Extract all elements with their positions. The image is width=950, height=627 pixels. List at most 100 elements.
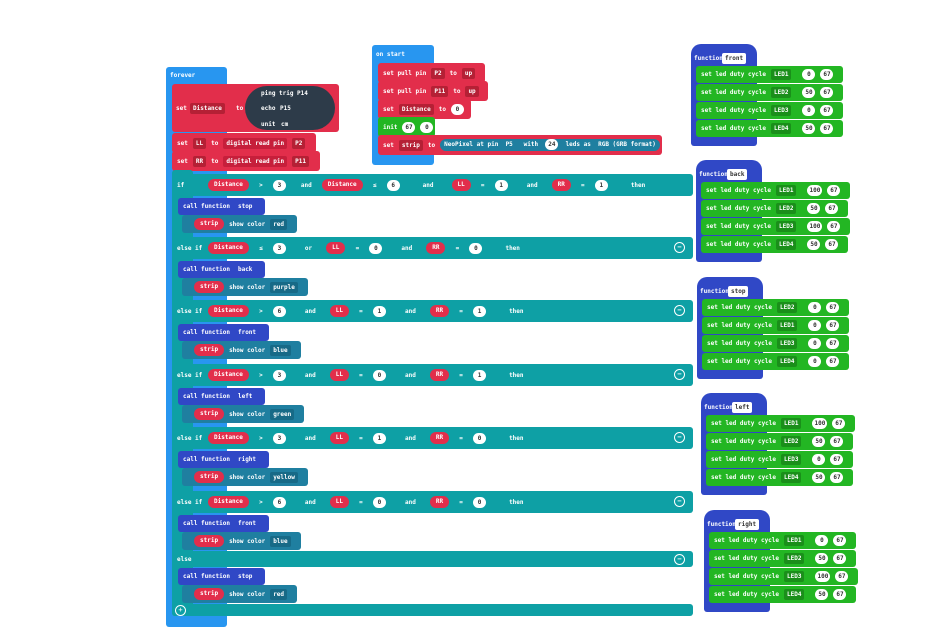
trig-pin-dropdown[interactable]: P14 [297,90,308,97]
value-input[interactable]: 1 [473,305,487,317]
led-dropdown[interactable]: LED2 [777,302,798,313]
led-dropdown[interactable]: LED1 [777,320,798,331]
led-dropdown[interactable]: LED1 [771,69,792,80]
ll-variable[interactable]: LL [329,496,349,508]
set-ll-block[interactable]: set LL to digital read pin P2 [172,133,316,153]
function-name-input[interactable]: right [735,519,760,530]
operator[interactable]: = [459,434,463,442]
duty-value-input[interactable]: 50 [815,589,829,600]
remove-condition-icon[interactable]: − [674,242,685,253]
echo-pin-dropdown[interactable]: P15 [280,105,291,112]
rr-variable[interactable]: RR [426,242,446,254]
color-dropdown[interactable]: purple [270,281,298,293]
set-pull-pin-p11[interactable]: set pull pin P11 to up [378,81,488,101]
ll-variable[interactable]: LL [451,179,471,191]
init-value-a[interactable]: 67 [402,121,416,133]
value-input[interactable]: 3 [272,432,286,444]
cycle-value-input[interactable]: 67 [826,356,840,367]
led-dropdown[interactable]: LED3 [781,454,802,465]
led-dropdown[interactable]: LED2 [781,436,802,447]
ll-variable[interactable]: LL [329,369,349,381]
duty-value-input[interactable]: 0 [808,338,822,349]
operator[interactable]: = [480,181,485,189]
operator[interactable]: = [359,434,363,442]
digital-read-block[interactable]: digital read pin [223,137,288,149]
strip-variable[interactable]: strip [194,281,225,293]
distance-variable[interactable]: Distance [208,369,249,381]
cycle-value-input[interactable]: 67 [826,320,840,331]
ll-variable[interactable]: LL [329,432,349,444]
led-dropdown[interactable]: LED3 [776,221,797,232]
cycle-value-input[interactable]: 67 [833,589,847,600]
pin-dropdown[interactable]: P5 [505,141,513,148]
color-dropdown[interactable]: red [270,588,288,600]
variable-dropdown[interactable]: strip [398,139,423,151]
distance-variable[interactable]: Distance [208,432,249,444]
ping-block[interactable] [245,86,335,130]
value-input[interactable]: 0 [369,242,383,254]
value-input[interactable]: 0 [372,369,386,381]
cycle-value-input[interactable]: 67 [830,436,844,447]
duty-value-input[interactable]: 100 [807,185,823,196]
value-input[interactable]: 1 [594,179,608,191]
led-dropdown[interactable]: LED1 [776,185,797,196]
cycle-value-input[interactable]: 67 [825,203,839,214]
cycle-value-input[interactable]: 67 [820,87,834,98]
remove-condition-icon[interactable]: − [674,554,685,565]
set-distance-zero[interactable]: set Distance to 0 [378,99,471,119]
value-input[interactable]: 3 [272,369,286,381]
color-mode-dropdown[interactable]: RGB (GRB format) [598,141,656,148]
cycle-value-input[interactable]: 67 [827,185,841,196]
ll-variable[interactable]: LL [329,305,349,317]
remove-condition-icon[interactable]: − [674,369,685,380]
rr-variable[interactable]: RR [429,432,450,444]
led-dropdown[interactable]: LED3 [777,338,798,349]
distance-variable[interactable]: Distance [208,242,249,254]
cycle-value-input[interactable]: 67 [832,418,846,429]
distance-variable[interactable]: Distance [208,305,249,317]
led-dropdown[interactable]: LED2 [771,87,792,98]
duty-value-input[interactable]: 50 [802,87,816,98]
color-dropdown[interactable]: yellow [270,471,298,483]
strip-variable[interactable]: strip [194,218,225,230]
digital-read-block[interactable]: digital read pin [223,155,288,167]
value-input[interactable]: 1 [372,305,386,317]
add-else-icon[interactable]: + [175,605,186,616]
function-name-dropdown[interactable]: right [237,456,257,463]
value-input[interactable]: 0 [372,496,386,508]
value-input[interactable]: 3 [272,242,286,254]
value-input[interactable]: 6 [272,496,286,508]
led-dropdown[interactable]: LED1 [781,418,802,429]
function-name-input[interactable]: stop [728,286,749,297]
led-dropdown[interactable]: LED4 [777,356,798,367]
cycle-value-input[interactable]: 67 [835,571,849,582]
operator[interactable]: > [259,434,263,442]
value-input[interactable]: 0 [473,432,487,444]
rr-variable[interactable]: RR [429,496,450,508]
operator[interactable]: = [459,498,463,506]
variable-dropdown[interactable]: Distance [190,103,225,114]
operator[interactable]: = [359,371,363,379]
operator[interactable]: ≤ [259,244,263,252]
led-dropdown[interactable]: LED4 [781,472,802,483]
neopixel-block[interactable]: NeoPixel at pin P5 with 24 leds as RGB (… [440,139,660,151]
strip-variable[interactable]: strip [194,344,225,356]
cycle-value-input[interactable]: 67 [830,472,844,483]
duty-value-input[interactable]: 0 [808,302,822,313]
value-input[interactable]: 0 [450,103,464,115]
